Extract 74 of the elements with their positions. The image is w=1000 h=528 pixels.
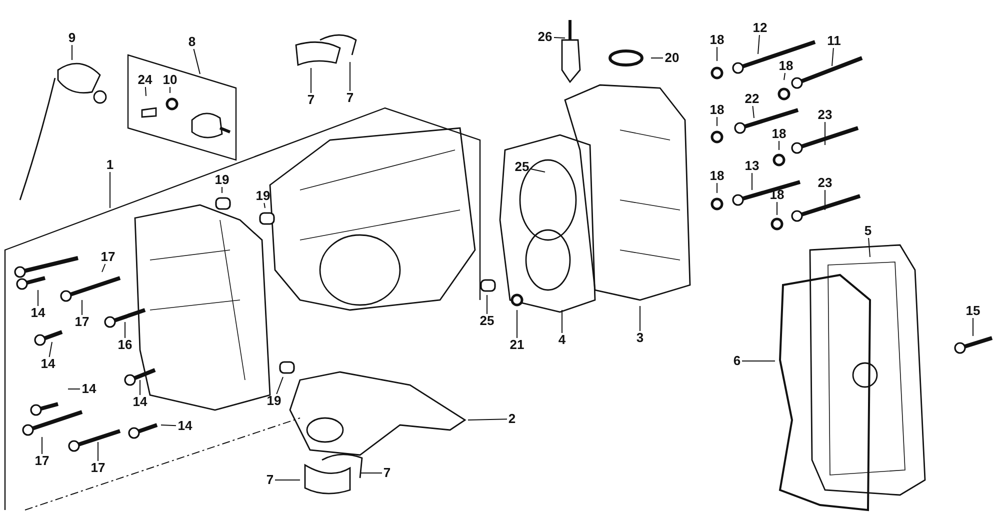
callout-number: 18 [778, 59, 794, 73]
callout-number: 25 [514, 160, 530, 174]
callout-number: 26 [538, 30, 552, 44]
leader-line [264, 202, 266, 208]
leader-line [124, 322, 126, 338]
leader-line [48, 342, 52, 358]
callout-number: 11 [827, 34, 841, 48]
callout-number: 17 [90, 461, 106, 475]
callout-number: 14 [178, 419, 192, 433]
callout-number: 1 [106, 158, 114, 172]
callout-number: 7 [346, 91, 354, 105]
leader-line [486, 294, 488, 314]
callout-number: 24 [138, 73, 152, 87]
callout-number: 18 [710, 169, 724, 183]
callout-number: 12 [752, 21, 768, 35]
leader-line [758, 34, 760, 54]
leader-line [832, 48, 834, 66]
callout-number: 7 [266, 473, 274, 487]
leader-line [716, 182, 718, 194]
callout-number: 7 [307, 93, 315, 107]
leader-line [784, 72, 786, 80]
leader-line [554, 36, 566, 38]
leader-line [778, 140, 780, 150]
callout-number: 2 [508, 412, 516, 426]
leader-line [752, 106, 754, 118]
callout-number: 9 [68, 31, 76, 45]
leader-line [516, 310, 518, 338]
callout-number: 19 [256, 189, 270, 203]
callout-number: 4 [558, 333, 566, 347]
leader-line [530, 168, 546, 172]
callout-number: 18 [710, 103, 724, 117]
leader-line [972, 318, 974, 336]
callout-number: 14 [82, 382, 96, 396]
leader-line [360, 472, 382, 474]
leader-line [742, 360, 776, 362]
callout-number: 25 [480, 314, 494, 328]
callout-number: 17 [74, 315, 90, 329]
leader-line [276, 376, 284, 394]
leader-line [160, 424, 176, 426]
callout-number: 17 [100, 250, 116, 264]
callout-number: 14 [30, 306, 46, 320]
callout-number: 5 [864, 224, 872, 238]
leader-line [102, 264, 106, 272]
callout-number: 14 [40, 357, 56, 371]
callout-number: 13 [744, 159, 760, 173]
leader-line [310, 68, 312, 94]
leader-line [193, 48, 200, 74]
callout-number: 18 [772, 127, 786, 141]
callout-number: 19 [214, 173, 230, 187]
leader-line [716, 116, 718, 126]
callout-number: 18 [710, 33, 724, 47]
callout-number: 20 [664, 51, 680, 65]
leader-line [824, 122, 826, 146]
callout-number: 14 [132, 395, 148, 409]
callout-number: 21 [510, 338, 524, 352]
callout-number: 15 [966, 304, 980, 318]
leader-line [468, 418, 508, 420]
leader-line [716, 46, 718, 62]
leader-line [68, 388, 80, 390]
leader-line [824, 190, 826, 210]
leader-line [868, 238, 870, 258]
leader-line [144, 86, 146, 96]
callout-number: 7 [383, 466, 391, 480]
callout-number: 19 [266, 394, 282, 408]
callout-number: 17 [34, 454, 50, 468]
callout-number: 8 [188, 35, 196, 49]
callout-number: 23 [818, 176, 832, 190]
callout-number: 10 [162, 73, 178, 87]
callout-number: 3 [636, 331, 644, 345]
callout-number: 22 [744, 92, 760, 106]
callout-number: 6 [733, 354, 741, 368]
callout-number: 23 [818, 108, 832, 122]
leader-line [776, 202, 778, 216]
callout-number: 16 [118, 338, 132, 352]
